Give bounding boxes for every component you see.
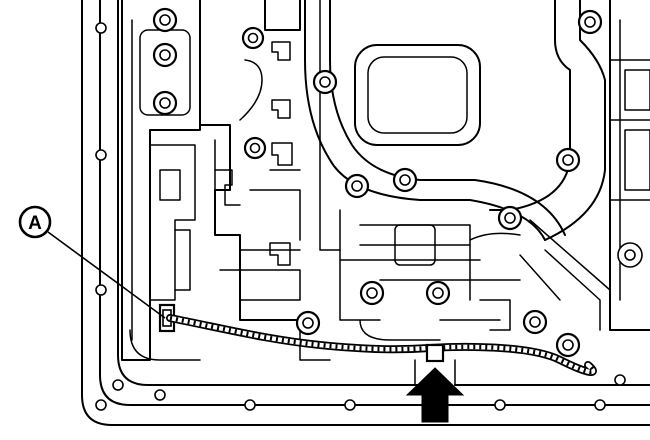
right-hole (624, 249, 636, 261)
bolt (295, 310, 321, 336)
wire-harness (166, 314, 597, 376)
case-hole (244, 399, 256, 411)
callout-circle (18, 205, 52, 239)
lower-channels (299, 209, 521, 361)
bolt (243, 136, 267, 160)
bolts (152, 7, 603, 358)
case-hole (494, 399, 506, 411)
bolt (344, 173, 370, 199)
callout-label: A (28, 213, 42, 234)
right-valve-section (519, 0, 650, 331)
separator-gasket (304, 0, 606, 241)
case-hole (614, 374, 626, 386)
bolt (522, 309, 548, 335)
bolt (241, 26, 265, 50)
bolt (359, 280, 385, 306)
case-hole (95, 149, 107, 161)
bolt (577, 9, 603, 35)
bolt (425, 280, 451, 306)
case-hole (594, 399, 606, 411)
bolt (152, 7, 178, 33)
bolt (555, 332, 581, 358)
case-hole (154, 389, 166, 401)
oval-window (354, 44, 481, 146)
bolt (152, 90, 178, 116)
harness-clip (414, 343, 456, 386)
oval-window-inner (367, 56, 468, 134)
case-housing (81, 0, 650, 426)
bolt (392, 167, 418, 193)
case-hole (112, 379, 124, 391)
bolt (312, 69, 338, 95)
case-hole (95, 399, 107, 411)
case-hole (95, 22, 107, 34)
bolt (152, 42, 178, 68)
middle-valve-section (199, 0, 341, 321)
bolt (555, 147, 581, 173)
callout-leader (47, 231, 166, 319)
middle-clips (269, 41, 293, 266)
case-holes (95, 22, 626, 411)
pointer-arrow (405, 367, 465, 423)
case-hole (95, 284, 107, 296)
bolt (497, 205, 523, 231)
case-hole (344, 399, 356, 411)
callout-marker: A (18, 205, 52, 239)
